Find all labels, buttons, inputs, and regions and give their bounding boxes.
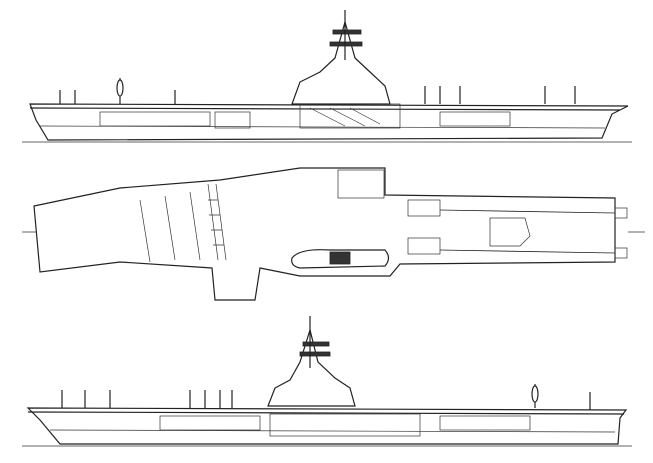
catapult bbox=[439, 209, 616, 214]
hull bbox=[26, 407, 628, 445]
flight-deck-plan-view bbox=[22, 167, 645, 301]
hull bbox=[29, 103, 629, 141]
angled-deck-markings bbox=[139, 191, 201, 263]
deck-antennas bbox=[61, 390, 591, 410]
port-profile-view bbox=[22, 316, 632, 447]
flight-deck bbox=[33, 167, 616, 301]
deck-edge bbox=[29, 107, 621, 111]
island bbox=[267, 327, 356, 407]
starboard-profile-view bbox=[22, 10, 632, 143]
catapult bbox=[439, 249, 616, 254]
island bbox=[291, 19, 391, 105]
deck-antennas bbox=[59, 86, 576, 104]
